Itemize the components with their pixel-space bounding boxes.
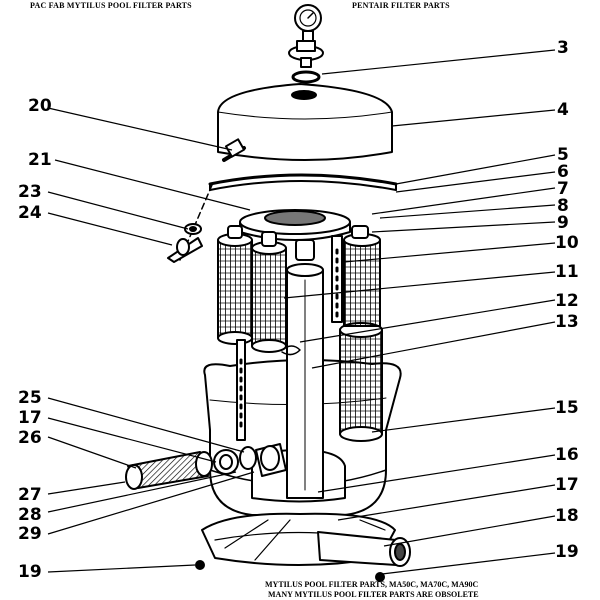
callout-24: 24 — [18, 203, 42, 223]
callout-16: 16 — [555, 445, 579, 465]
header-left: PAC FAB MYTILUS POOL FILTER PARTS — [30, 1, 192, 10]
callout-12: 12 — [555, 291, 579, 311]
tie-rods — [236, 235, 343, 441]
cartridge-center — [251, 231, 287, 353]
callout-17-left: 17 — [18, 408, 42, 428]
drain-plug-left — [195, 560, 205, 570]
leader-lines — [47, 49, 556, 575]
air-relief-valve — [288, 40, 324, 84]
bolt-20 — [222, 138, 246, 162]
callout-7: 7 — [557, 179, 569, 199]
pressure-gauge — [294, 4, 322, 42]
callout-10: 10 — [555, 233, 579, 253]
callout-5: 5 — [557, 145, 569, 165]
callout-25: 25 — [18, 388, 42, 408]
callout-19-right: 19 — [555, 542, 579, 562]
clamp-band — [208, 173, 398, 191]
callout-3: 3 — [557, 38, 569, 58]
filter-lid — [217, 83, 393, 161]
callout-19-left: 19 — [18, 562, 42, 582]
callout-13: 13 — [555, 312, 579, 332]
callout-6: 6 — [557, 162, 569, 182]
callout-8: 8 — [557, 196, 569, 216]
callout-11: 11 — [555, 262, 579, 282]
footer-line-1: MYTILUS POOL FILTER PARTS, MA50C, MA70C,… — [265, 580, 479, 589]
callout-9: 9 — [557, 213, 569, 233]
standpipe — [281, 239, 324, 499]
wing-nut-24 — [167, 237, 203, 263]
callout-21: 21 — [28, 150, 52, 170]
callout-26: 26 — [18, 428, 42, 448]
header-right: PENTAIR FILTER PARTS — [352, 1, 450, 10]
callout-28: 28 — [18, 505, 42, 525]
callout-27: 27 — [18, 485, 42, 505]
inlet-union — [213, 443, 287, 477]
drain-plug-right — [375, 572, 385, 582]
footer-line-2: MANY MYTILUS POOL FILTER PARTS ARE OBSOL… — [268, 590, 479, 599]
callout-20: 20 — [28, 96, 52, 116]
callout-15: 15 — [555, 398, 579, 418]
callout-29: 29 — [18, 524, 42, 544]
o-ring-3 — [291, 70, 321, 84]
callout-18: 18 — [555, 506, 579, 526]
callout-4: 4 — [557, 100, 569, 120]
callout-23: 23 — [18, 182, 42, 202]
cartridge-left — [217, 225, 253, 345]
upper-manifold — [239, 209, 351, 241]
base-outlet-pipe — [317, 531, 411, 567]
cartridge-right — [339, 225, 383, 442]
callout-17-right: 17 — [555, 475, 579, 495]
washer-23 — [184, 223, 202, 235]
